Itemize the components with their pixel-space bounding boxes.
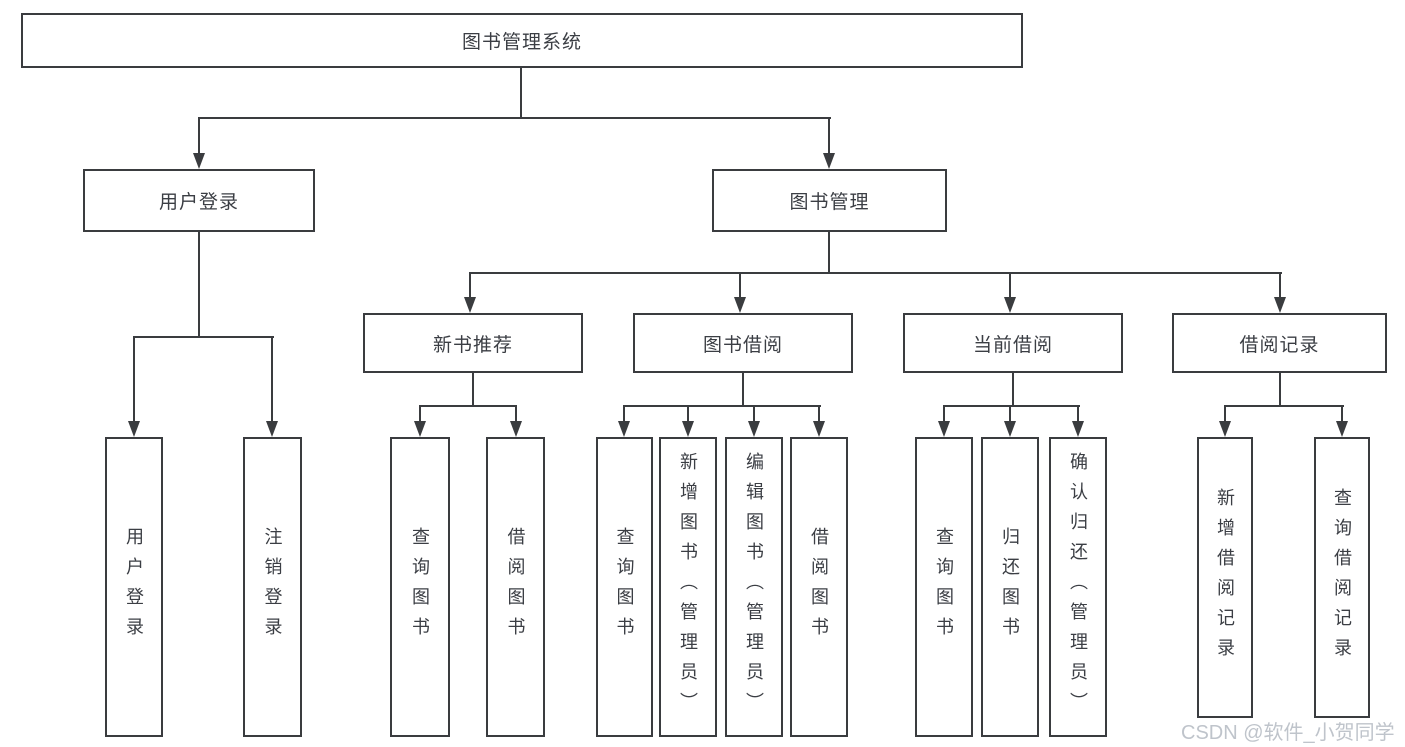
arrow-down-icon (266, 421, 278, 437)
arrow-down-icon (734, 297, 746, 313)
connector-drop-leaf (1341, 405, 1343, 421)
connector-drop-leaf (133, 336, 135, 421)
node-label: 图书管理系统 (461, 32, 582, 53)
csdn-watermark: CSDN @软件_小贺同学 (1181, 722, 1395, 744)
connector-current-borrowing-stem (1012, 373, 1014, 405)
leaf-label: 查询图书 (410, 527, 430, 647)
leaf-label: 查询借阅记录 (1332, 487, 1352, 668)
node-label: 图书管理 (789, 192, 870, 213)
connector-drop-leaf (515, 405, 517, 421)
connector-drop-leaf (1077, 405, 1079, 421)
node-user-login: 用户登录 (83, 169, 315, 232)
node-borrowing-records: 借阅记录 (1172, 313, 1387, 373)
leaf-confirm-return-admin: 确认归还（管理员） (1049, 437, 1107, 737)
arrow-down-icon (748, 421, 760, 437)
connector-drop-book-borrowing (739, 272, 741, 297)
leaf-borrow-books-borrowing: 借阅图书 (790, 437, 848, 737)
connector-borrowing-records-stem (1279, 373, 1281, 405)
arrow-down-icon (938, 421, 950, 437)
leaf-query-books-borrowing: 查询图书 (596, 437, 653, 737)
connector-drop-borrowing-records (1279, 272, 1281, 297)
connector-drop-user-login (198, 117, 200, 154)
leaf-return-books: 归还图书 (981, 437, 1039, 737)
connector-new-book-rail (419, 405, 517, 407)
connector-user-login-rail (133, 336, 274, 338)
leaf-label: 查询图书 (934, 527, 954, 647)
arrow-down-icon (510, 421, 522, 437)
connector-root-stem (520, 68, 522, 118)
node-label: 借阅记录 (1239, 334, 1320, 356)
connector-drop-leaf (419, 405, 421, 421)
node-label: 图书借阅 (702, 334, 783, 356)
node-book-management: 图书管理 (712, 169, 947, 232)
leaf-logout: 注销登录 (243, 437, 302, 737)
node-label: 用户登录 (158, 192, 239, 213)
connector-drop-leaf (753, 405, 755, 421)
leaf-query-borrow-record: 查询借阅记录 (1314, 437, 1370, 718)
node-book-borrowing: 图书借阅 (633, 313, 853, 373)
connector-drop-leaf (687, 405, 689, 421)
connector-drop-leaf (818, 405, 820, 421)
leaf-label: 注销登录 (262, 527, 283, 647)
leaf-label: 用户登录 (124, 527, 144, 647)
connector-drop-leaf (271, 336, 273, 421)
connector-level2-rail (198, 117, 831, 119)
connector-drop-book-management (828, 117, 830, 154)
connector-drop-leaf (943, 405, 945, 421)
leaf-label: 新增图书（管理员） (678, 452, 698, 722)
node-label: 当前借阅 (972, 334, 1053, 356)
connector-borrowing-records-rail (1224, 405, 1344, 407)
leaf-query-books-current: 查询图书 (915, 437, 973, 737)
arrow-down-icon (464, 297, 476, 313)
arrow-down-icon (1336, 421, 1348, 437)
connector-user-login-stem (198, 232, 200, 336)
leaf-label: 查询图书 (614, 527, 635, 647)
connector-new-book-stem (472, 373, 474, 405)
connector-book-management-stem (828, 232, 830, 272)
arrow-down-icon (128, 421, 140, 437)
connector-level3-rail (469, 272, 1282, 274)
leaf-label: 确认归还（管理员） (1068, 452, 1088, 722)
node-current-borrowing: 当前借阅 (903, 313, 1123, 373)
connector-drop-new-book (469, 272, 471, 297)
leaf-label: 借阅图书 (809, 527, 829, 647)
leaf-user-login: 用户登录 (105, 437, 163, 737)
arrow-down-icon (193, 153, 205, 169)
leaf-borrow-books-recommendation: 借阅图书 (486, 437, 545, 737)
arrow-down-icon (813, 421, 825, 437)
leaf-label: 借阅图书 (505, 527, 526, 647)
arrow-down-icon (1274, 297, 1286, 313)
connector-drop-leaf (1009, 405, 1011, 421)
node-label: 新书推荐 (432, 334, 513, 356)
connector-book-borrowing-stem (742, 373, 744, 405)
node-library-management-system: 图书管理系统 (21, 13, 1023, 68)
arrow-down-icon (1072, 421, 1084, 437)
node-new-book-recommendation: 新书推荐 (363, 313, 583, 373)
arrow-down-icon (1004, 421, 1016, 437)
leaf-label: 编辑图书（管理员） (744, 452, 764, 722)
leaf-label: 新增借阅记录 (1215, 487, 1235, 668)
leaf-add-book-admin: 新增图书（管理员） (659, 437, 717, 737)
arrow-down-icon (1004, 297, 1016, 313)
leaf-add-borrow-record: 新增借阅记录 (1197, 437, 1253, 718)
arrow-down-icon (1219, 421, 1231, 437)
connector-drop-current-borrowing (1009, 272, 1011, 297)
connector-drop-leaf (623, 405, 625, 421)
arrow-down-icon (682, 421, 694, 437)
arrow-down-icon (618, 421, 630, 437)
leaf-query-books-recommendation: 查询图书 (390, 437, 450, 737)
connector-current-borrowing-rail (943, 405, 1080, 407)
leaf-label: 归还图书 (1000, 527, 1020, 647)
arrow-down-icon (823, 153, 835, 169)
leaf-edit-book-admin: 编辑图书（管理员） (725, 437, 783, 737)
arrow-down-icon (414, 421, 426, 437)
connector-drop-leaf (1224, 405, 1226, 421)
connector-book-borrowing-rail (623, 405, 821, 407)
